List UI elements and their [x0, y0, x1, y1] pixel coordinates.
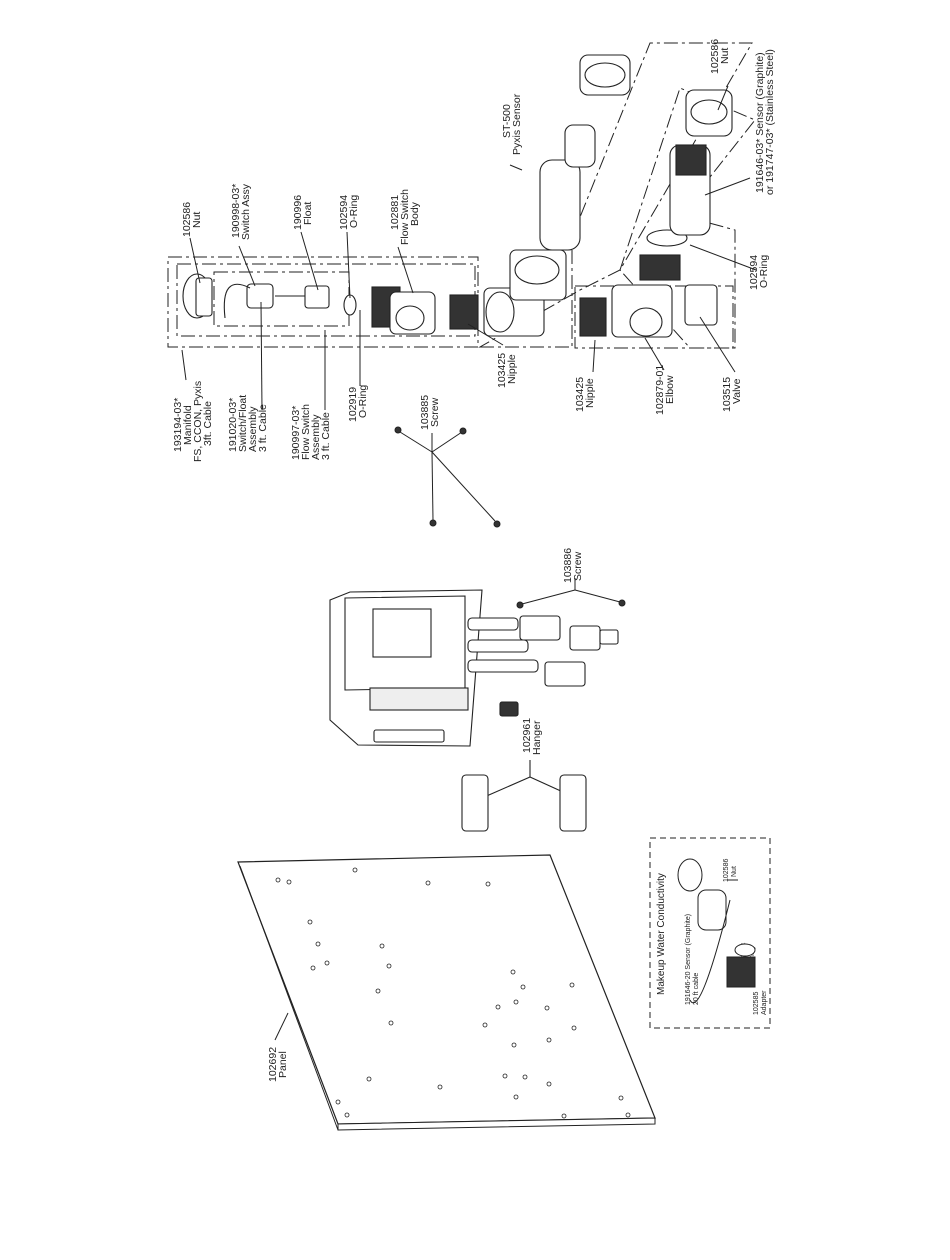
svg-text:191646-03* Sensor (Graphite): 191646-03* Sensor (Graphite) — [754, 52, 766, 193]
svg-text:102881: 102881 — [389, 195, 401, 230]
label-flow-switch-body: 102881 Flow Switch Body — [389, 189, 421, 245]
label-sensor-right: 191646-03* Sensor (Graphite) or 191747-0… — [754, 49, 776, 195]
svg-text:Screw: Screw — [572, 551, 584, 581]
inset-box — [649, 837, 771, 1029]
svg-text:Makeup Water Conductivity: Makeup Water Conductivity — [656, 873, 667, 995]
svg-text:102594: 102594 — [748, 255, 760, 290]
label-oring-right: 102594 O-Ring — [748, 255, 770, 290]
svg-text:Nut: Nut — [719, 48, 731, 64]
svg-text:FS, CCON, Pyxis: FS, CCON, Pyxis — [192, 381, 204, 462]
label-screw-103885: 103885 Screw — [419, 395, 441, 430]
manifold-assembly — [167, 42, 757, 411]
svg-text:O-Ring: O-Ring — [348, 195, 360, 228]
svg-text:Screw: Screw — [429, 397, 441, 427]
svg-text:Flow Switch: Flow Switch — [300, 404, 312, 460]
svg-text:103425: 103425 — [496, 353, 508, 388]
label-float: 190996 Float — [292, 195, 314, 230]
svg-text:Assembly: Assembly — [310, 414, 322, 460]
label-oring-102919: 102919 O-Ring — [347, 385, 369, 422]
svg-text:102692: 102692 — [267, 1047, 279, 1082]
svg-text:Elbow: Elbow — [664, 375, 676, 404]
svg-text:3ft. Cable: 3ft. Cable — [202, 401, 214, 446]
label-pyxis-sensor: ST-500 Pyxis Sensor — [501, 93, 523, 155]
label-nut-top: 102586 Nut — [181, 202, 203, 237]
svg-text:Assembly: Assembly — [247, 406, 259, 452]
svg-text:Adapter: Adapter — [761, 990, 768, 1015]
svg-text:190998-03*: 190998-03* — [230, 184, 242, 238]
svg-text:Nut: Nut — [731, 866, 738, 877]
svg-text:102586: 102586 — [723, 859, 730, 882]
svg-text:Nipple: Nipple — [584, 378, 596, 408]
svg-text:Nut: Nut — [191, 212, 203, 228]
label-nut-right: 102586 Nut — [709, 39, 731, 74]
label-panel: 102692 Panel — [267, 1047, 289, 1082]
label-hanger: 102961 Hanger — [521, 718, 543, 755]
inset-labels: Makeup Water Conductivity 191646-20 Sens… — [656, 859, 768, 1015]
svg-text:Float: Float — [302, 202, 314, 225]
svg-text:Hanger: Hanger — [531, 720, 543, 755]
label-screw-103886: 103886 Screw — [562, 548, 584, 583]
screws-103885-screen — [394, 426, 501, 528]
label-valve: 103515 Valve — [721, 377, 743, 412]
svg-text:Switch/Float: Switch/Float — [237, 395, 249, 452]
svg-text:3 ft. Cable: 3 ft. Cable — [320, 412, 332, 460]
svg-text:102586: 102586 — [181, 202, 193, 237]
svg-text:102919: 102919 — [347, 387, 359, 422]
svg-text:191646-20 Sensor: 191646-20 Sensor (Graphite) — [685, 914, 692, 1005]
svg-text:Pyxis Sensor: Pyxis Sensor — [511, 93, 523, 155]
svg-text:3 ft. Cable: 3 ft. Cable — [257, 404, 269, 452]
panel-holes — [275, 867, 631, 1119]
svg-text:102594: 102594 — [338, 195, 350, 230]
svg-text:103886: 103886 — [562, 548, 574, 583]
svg-text:O-Ring: O-Ring — [357, 385, 369, 418]
controller-unit — [329, 589, 619, 747]
svg-text:190997-03*: 190997-03* — [290, 406, 302, 460]
label-flow-switch-assy: 190997-03* Flow Switch Assembly 3 ft. Ca… — [290, 404, 332, 460]
svg-text:191020-03*: 191020-03* — [227, 398, 239, 452]
label-nipple-a: 103425 Nipple — [496, 353, 518, 388]
svg-text:O-ring: O-ring — [749, 946, 756, 966]
panel-leader — [274, 1012, 289, 1041]
svg-text:Nipple: Nipple — [506, 354, 518, 384]
svg-text:ST-500: ST-500 — [501, 104, 513, 138]
hangers-screen — [461, 760, 587, 832]
screws-103886-screen — [516, 578, 626, 609]
svg-text:Switch Assy: Switch Assy — [240, 183, 252, 240]
svg-text:102586: 102586 — [709, 39, 721, 74]
svg-text:or 191747-03* (Stainless Steel: or 191747-03* (Stainless Steel) — [764, 49, 776, 195]
panel-plate — [237, 854, 656, 1131]
svg-text:Manifold: Manifold — [182, 405, 194, 445]
svg-text:103515: 103515 — [721, 377, 733, 412]
svg-text:Panel: Panel — [277, 1051, 289, 1078]
svg-text:102585: 102585 — [753, 992, 760, 1015]
svg-text:190996: 190996 — [292, 195, 304, 230]
svg-text:193194-03*: 193194-03* — [172, 398, 184, 452]
label-switch-assy: 190998-03* Switch Assy — [230, 183, 252, 240]
svg-text:102961: 102961 — [521, 718, 533, 753]
label-oring-top: 102594 O-Ring — [338, 195, 360, 230]
label-manifold: 193194-03* Manifold FS, CCON, Pyxis 3ft.… — [172, 381, 214, 462]
svg-text:103425: 103425 — [574, 377, 586, 412]
svg-text:103885: 103885 — [419, 395, 431, 430]
svg-text:20 ft cable: 20 ft cable — [693, 973, 700, 1005]
svg-text:Flow Switch: Flow Switch — [399, 189, 411, 245]
label-nipple-b: 103425 Nipple — [574, 377, 596, 412]
svg-text:Valve: Valve — [731, 378, 743, 404]
label-switch-float: 191020-03* Switch/Float Assembly 3 ft. C… — [227, 395, 269, 452]
svg-text:102879-01: 102879-01 — [654, 365, 666, 415]
svg-text:Body: Body — [409, 201, 421, 226]
svg-text:O-Ring: O-Ring — [758, 255, 770, 288]
label-elbow: 102879-01 Elbow — [654, 365, 676, 415]
